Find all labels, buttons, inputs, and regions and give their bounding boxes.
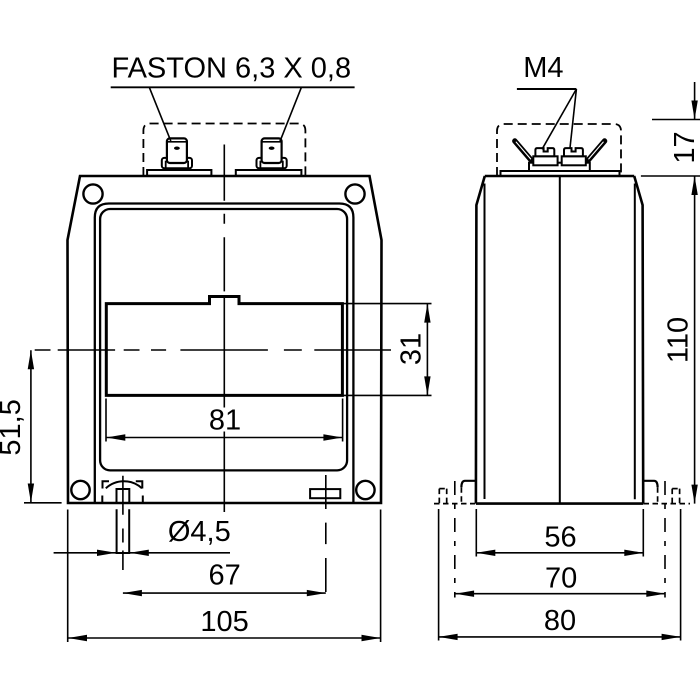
svg-text:80: 80 bbox=[544, 605, 576, 637]
svg-text:56: 56 bbox=[544, 522, 576, 554]
svg-text:17: 17 bbox=[669, 131, 700, 163]
svg-text:70: 70 bbox=[545, 563, 577, 595]
svg-text:51,5: 51,5 bbox=[0, 399, 27, 455]
svg-text:FASTON 6,3 X 0,8: FASTON 6,3 X 0,8 bbox=[111, 53, 351, 85]
svg-text:M4: M4 bbox=[523, 52, 563, 84]
svg-text:81: 81 bbox=[209, 405, 241, 437]
svg-text:31: 31 bbox=[395, 333, 427, 365]
svg-text:Ø4,5: Ø4,5 bbox=[168, 516, 231, 548]
svg-text:110: 110 bbox=[663, 317, 695, 363]
svg-text:105: 105 bbox=[200, 606, 248, 638]
svg-text:67: 67 bbox=[208, 560, 240, 592]
